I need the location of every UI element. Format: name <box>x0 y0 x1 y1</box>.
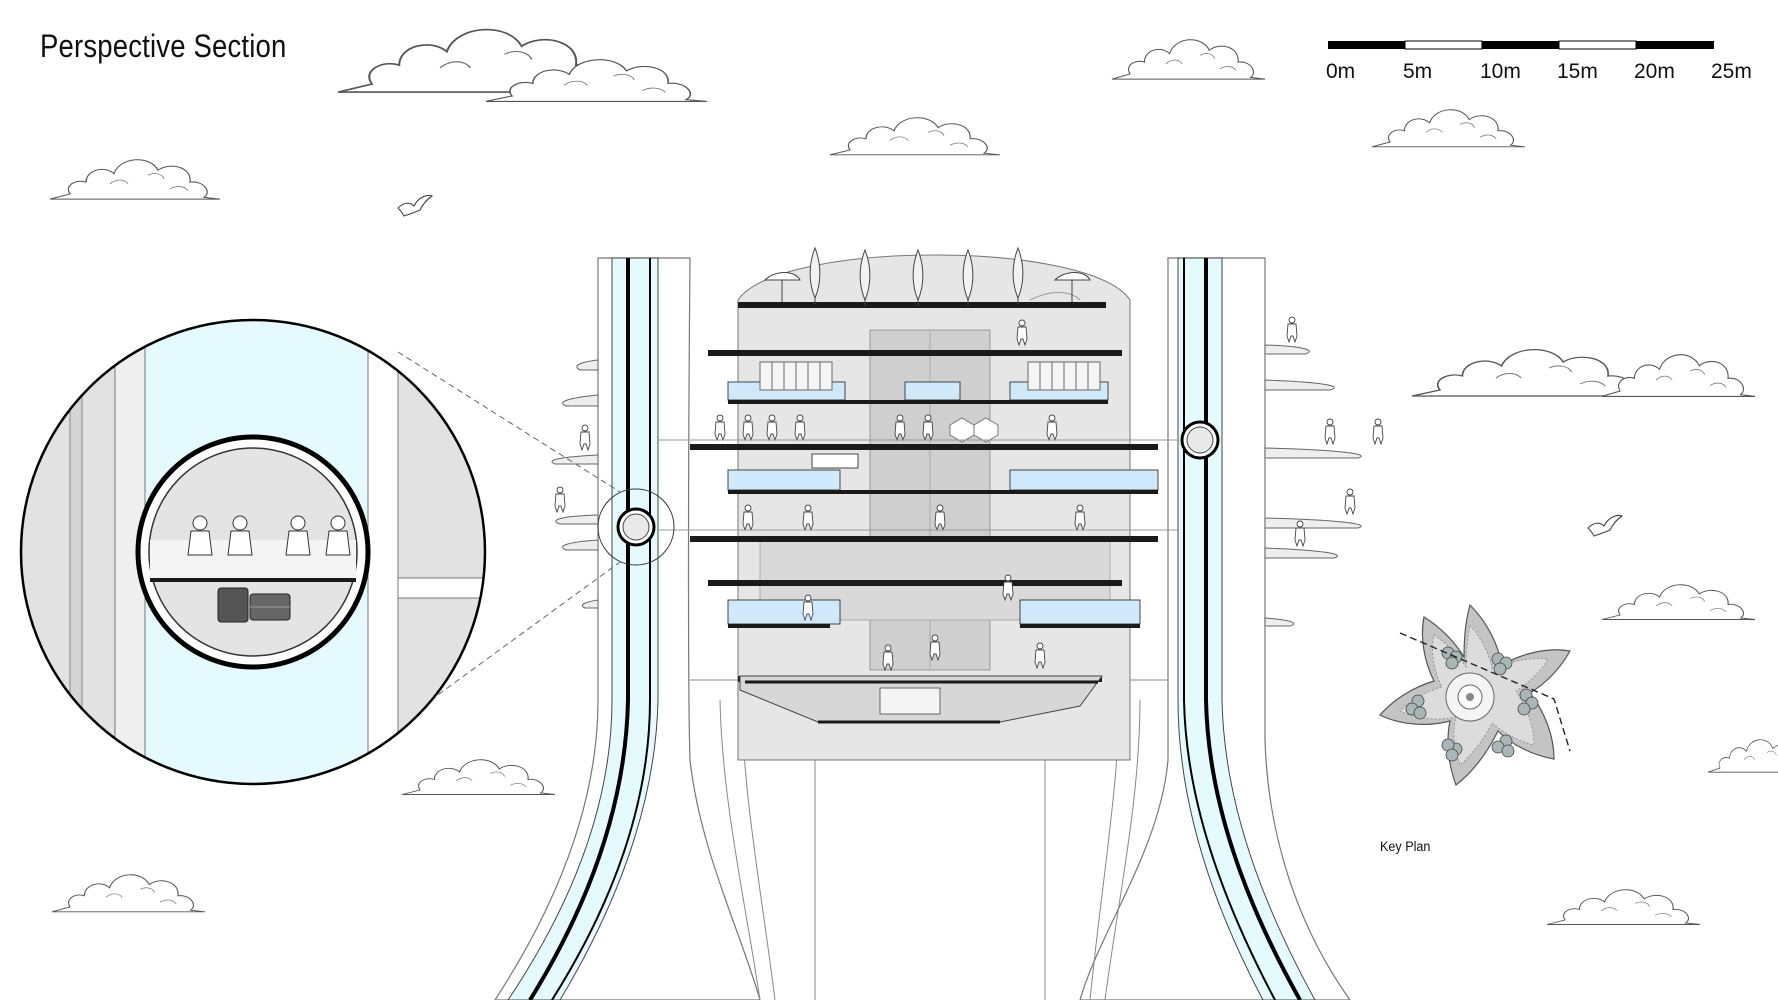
glass-rails <box>727 381 1159 628</box>
scale-label: 0m <box>1326 60 1356 83</box>
bird <box>397 194 433 217</box>
roof-garden <box>738 247 1106 308</box>
cloud <box>401 759 556 796</box>
cloud <box>51 874 206 913</box>
cloud <box>1111 39 1266 80</box>
cloud <box>829 117 1001 156</box>
luggage <box>217 587 291 623</box>
interior-details <box>759 361 1101 469</box>
cloud <box>1371 109 1526 148</box>
elevator-cabs <box>597 420 1220 566</box>
cloud <box>1601 584 1756 621</box>
left-balconies <box>551 359 599 609</box>
scale-label: 20m <box>1634 60 1675 83</box>
connector-bridges <box>658 439 1178 531</box>
scale-label: 15m <box>1557 60 1598 83</box>
scale-label: 5m <box>1403 60 1433 83</box>
cloud <box>1707 739 1778 773</box>
seated-passengers <box>187 515 351 556</box>
scale-label: 25m <box>1711 60 1752 83</box>
cloud <box>49 159 221 200</box>
key-plan-label: Key Plan <box>1380 838 1431 854</box>
page-title: Perspective Section <box>40 28 287 64</box>
key-plan <box>1379 603 1571 786</box>
right-balconies <box>1264 344 1362 627</box>
bottom-room <box>739 675 1103 724</box>
cloud <box>1546 889 1701 926</box>
zoom-detail <box>19 318 487 786</box>
scale-label: 10m <box>1480 60 1521 83</box>
scale-bar <box>1328 40 1714 50</box>
bird <box>1587 514 1623 537</box>
cloud <box>1601 354 1756 397</box>
cloud <box>1411 348 1651 397</box>
